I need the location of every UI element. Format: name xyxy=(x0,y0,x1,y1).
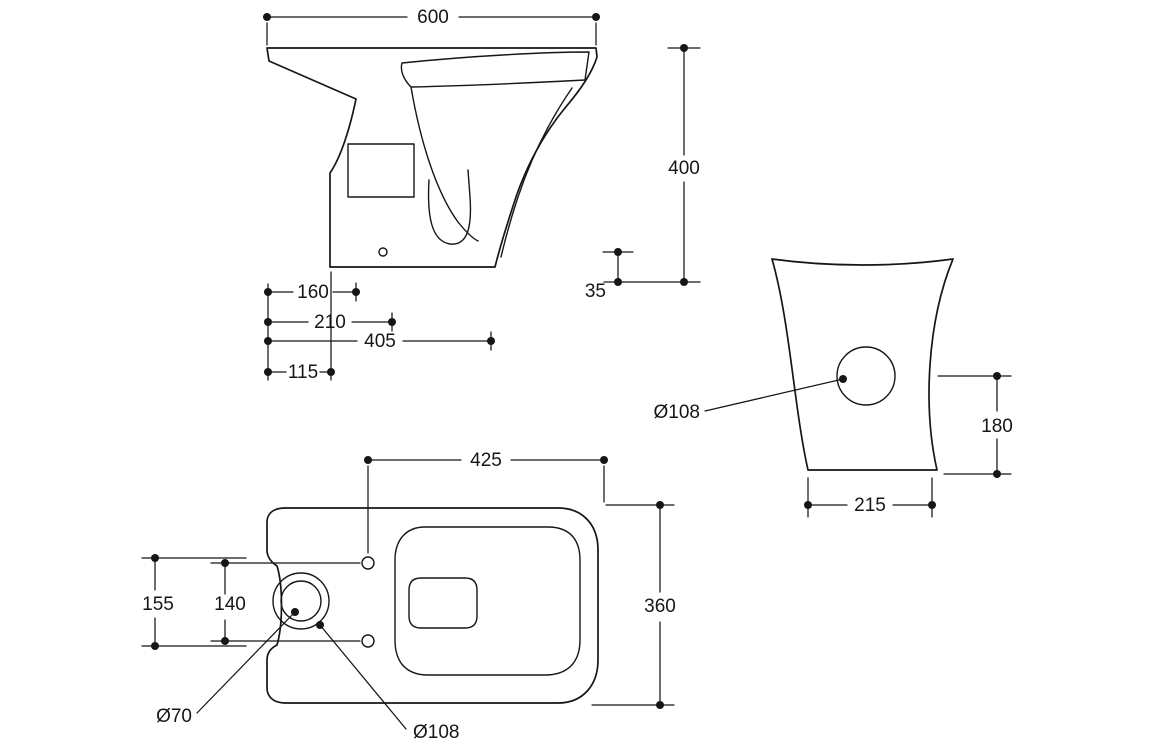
dim-endpoint-dot xyxy=(600,456,608,464)
side-view-seat-profile xyxy=(400,51,590,88)
side-view-trap-curve xyxy=(427,169,472,245)
dim-label-360: 360 xyxy=(644,596,676,617)
leader-line xyxy=(704,378,844,412)
dim-endpoint-dot xyxy=(656,701,664,709)
dim-label-405: 405 xyxy=(364,331,396,352)
dim-label-35: 35 xyxy=(585,281,606,302)
dim-endpoint-dot xyxy=(264,318,272,326)
dim-160: 160 xyxy=(264,282,360,303)
side-view-bowl-inner-curve xyxy=(410,86,479,242)
leader-dot xyxy=(316,621,324,629)
dim-label-140: 140 xyxy=(214,594,246,615)
dim-endpoint-dot xyxy=(263,13,271,21)
dim-endpoint-dot xyxy=(614,248,622,256)
dim-140: 140 xyxy=(214,559,246,645)
dim-stack-side-view-bottom: 160 210 405 115 xyxy=(264,271,495,383)
dim-label-d108-back: Ø108 xyxy=(654,402,700,423)
dim-endpoint-dot xyxy=(327,368,335,376)
dim-label-600: 600 xyxy=(417,7,449,28)
dim-endpoint-dot xyxy=(656,501,664,509)
dim-label-215: 215 xyxy=(854,495,886,516)
dim-endpoint-dot xyxy=(264,368,272,376)
dim-endpoint-dot xyxy=(264,337,272,345)
dim-endpoint-dot xyxy=(680,44,688,52)
dim-label-d108-plan: Ø108 xyxy=(413,722,459,742)
dim-endpoint-dot xyxy=(592,13,600,21)
dim-endpoint-dot xyxy=(264,288,272,296)
dim-endpoint-dot xyxy=(221,637,229,645)
leader-dot xyxy=(839,375,847,383)
dim-endpoint-dot xyxy=(993,470,1001,478)
side-view-outlet-box xyxy=(347,143,415,198)
dim-360: 360 xyxy=(591,501,676,709)
plan-view-bowl-rim xyxy=(394,526,581,676)
dim-overall-width: 600 xyxy=(263,7,600,46)
dim-endpoint-dot xyxy=(151,642,159,650)
side-view-outline xyxy=(266,47,598,268)
plan-view-outlet-flange xyxy=(272,572,330,630)
dim-115: 115 xyxy=(264,362,335,383)
leader-dot xyxy=(291,608,299,616)
plan-view-outlet-pipe xyxy=(280,580,322,622)
dim-endpoint-dot xyxy=(614,278,622,286)
leader-inlet-hole-diameter: Ø108 xyxy=(654,375,847,423)
dim-endpoint-dot xyxy=(151,554,159,562)
plan-view-drain-opening xyxy=(408,577,478,629)
dim-endpoint-dot xyxy=(680,278,688,286)
dim-405: 405 xyxy=(264,331,495,352)
plan-view-fixing-hole-top xyxy=(361,556,375,570)
back-view xyxy=(771,258,954,471)
dim-label-d70: Ø70 xyxy=(156,706,192,727)
dim-overall-height: 400 xyxy=(603,44,701,286)
dim-label-115: 115 xyxy=(288,362,318,383)
leader-outlet-diameter: Ø70 xyxy=(156,608,299,727)
dim-label-400: 400 xyxy=(668,158,700,179)
dim-425: 425 xyxy=(364,450,608,554)
leader-flange-diameter: Ø108 xyxy=(316,621,459,742)
back-view-outline xyxy=(771,258,954,471)
dim-label-210: 210 xyxy=(314,312,346,333)
leader-line xyxy=(196,611,296,714)
dim-180: 180 xyxy=(937,372,1013,478)
side-view-fixing-hole xyxy=(378,247,388,257)
dim-stack-plan-left: 155 140 xyxy=(141,554,361,650)
dim-endpoint-dot xyxy=(993,372,1001,380)
plan-view-outline xyxy=(266,507,599,704)
back-view-inlet-hole xyxy=(836,346,896,406)
dim-endpoint-dot xyxy=(388,318,396,326)
plan-view-fixing-hole-bottom xyxy=(361,634,375,648)
dim-210: 210 xyxy=(264,312,396,333)
dim-label-160: 160 xyxy=(297,282,329,303)
dim-outlet-height: 35 xyxy=(585,248,634,302)
dim-endpoint-dot xyxy=(487,337,495,345)
plan-view xyxy=(266,507,599,704)
dim-label-180: 180 xyxy=(981,416,1013,437)
leader-line xyxy=(319,624,407,730)
dim-label-425: 425 xyxy=(470,450,502,471)
dim-endpoint-dot xyxy=(221,559,229,567)
dim-endpoint-dot xyxy=(352,288,360,296)
dim-155: 155 xyxy=(142,554,174,650)
side-view-front-inner-line xyxy=(500,87,573,258)
dim-endpoint-dot xyxy=(364,456,372,464)
dim-endpoint-dot xyxy=(928,501,936,509)
dim-label-155: 155 xyxy=(142,594,174,615)
dim-endpoint-dot xyxy=(804,501,812,509)
dim-215: 215 xyxy=(804,477,936,518)
side-view xyxy=(266,47,598,268)
